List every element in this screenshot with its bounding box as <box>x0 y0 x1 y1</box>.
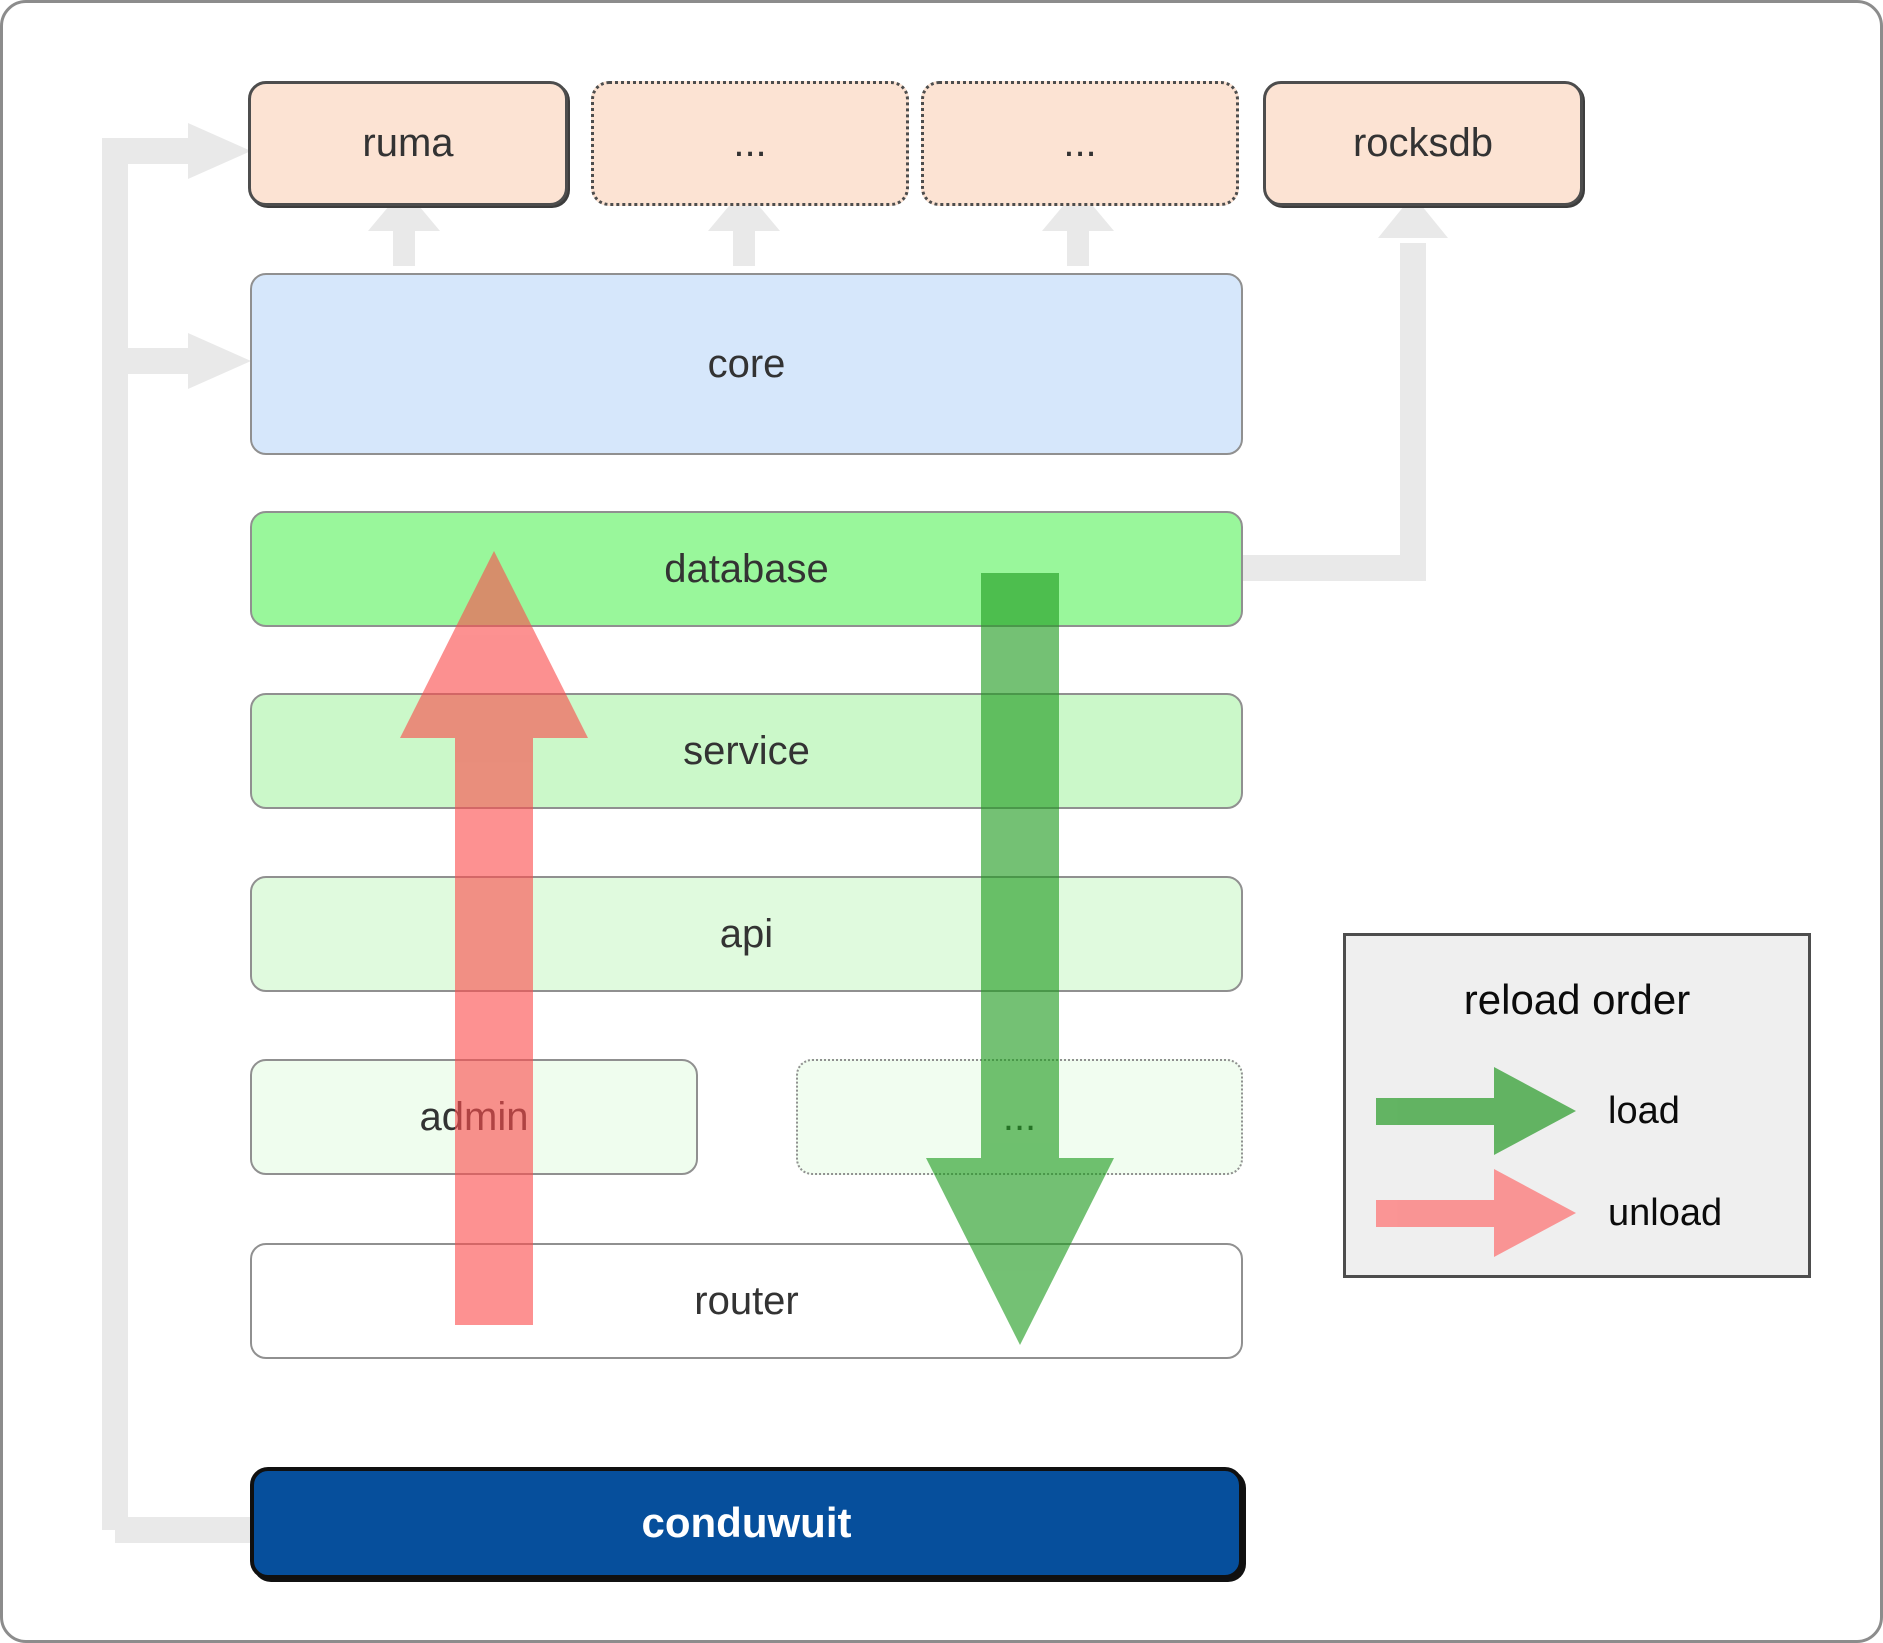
legend-label-unload: unload <box>1608 1191 1723 1234</box>
dependency-label: rocksdb <box>1352 121 1494 165</box>
legend-label-load: load <box>1608 1089 1680 1132</box>
connector-arrows <box>102 123 1448 1543</box>
layer-label: ... <box>1002 1094 1037 1139</box>
layer-label: service <box>683 728 810 773</box>
layer-label: router <box>694 1278 799 1323</box>
legend-row-unload: unload <box>1376 1168 1722 1258</box>
legend-panel: reload order load unload <box>1343 933 1811 1278</box>
load-arrow-icon <box>1376 1067 1576 1155</box>
layer-box-ellipsis[interactable]: ... <box>796 1059 1243 1175</box>
legend-title: reload order <box>1463 976 1691 1023</box>
layer-label: api <box>719 911 774 956</box>
layer-label: core <box>707 341 786 386</box>
root-box-conduwuit[interactable]: conduwuit <box>250 1467 1243 1579</box>
dependency-label: ... <box>1063 121 1097 165</box>
layer-label: admin <box>419 1094 529 1139</box>
dependency-box-ruma[interactable]: ruma <box>248 81 568 206</box>
layer-box-api[interactable]: api <box>250 876 1243 992</box>
layer-box-router[interactable]: router <box>250 1243 1243 1359</box>
legend-row-load: load <box>1376 1066 1680 1156</box>
dependency-box-ellipsis-2[interactable]: ... <box>921 81 1239 206</box>
layer-box-service[interactable]: service <box>250 693 1243 809</box>
unload-arrow-icon <box>1376 1169 1576 1257</box>
dependency-box-rocksdb[interactable]: rocksdb <box>1263 81 1583 206</box>
root-label: conduwuit <box>641 1499 852 1546</box>
layer-box-core[interactable]: core <box>250 273 1243 455</box>
dependency-box-ellipsis-1[interactable]: ... <box>591 81 909 206</box>
dependency-label: ... <box>733 121 767 165</box>
layer-label: database <box>664 546 829 591</box>
layer-box-admin[interactable]: admin <box>250 1059 698 1175</box>
layer-box-database[interactable]: database <box>250 511 1243 627</box>
flow-arrows <box>400 551 1114 1345</box>
dependency-label: ruma <box>362 121 454 165</box>
